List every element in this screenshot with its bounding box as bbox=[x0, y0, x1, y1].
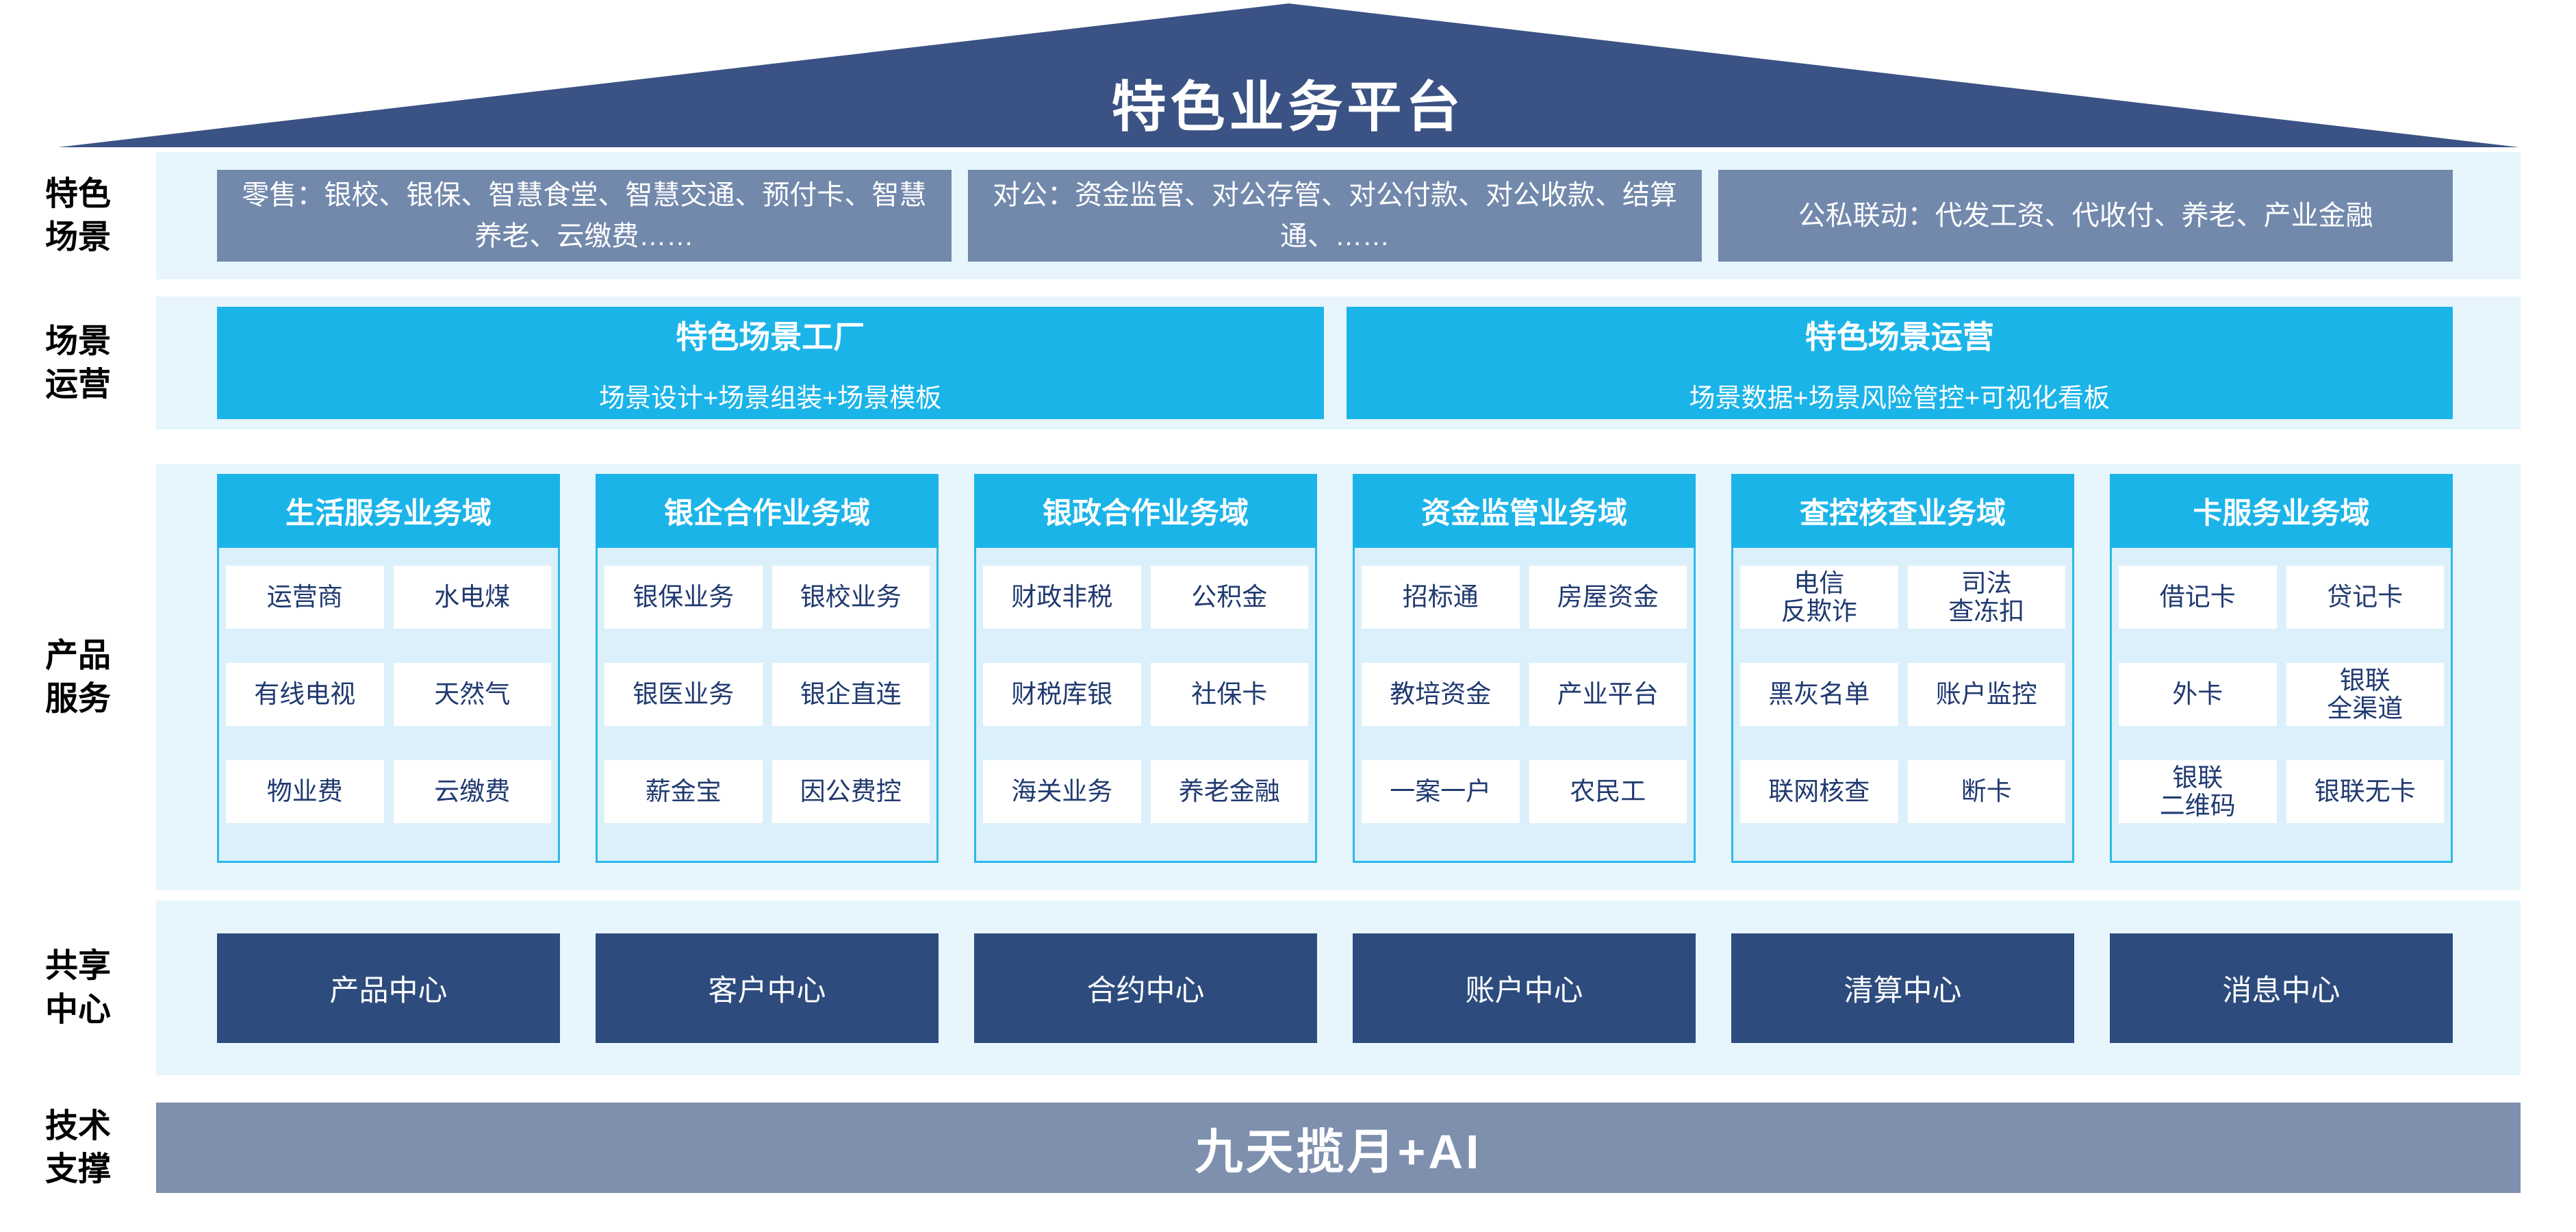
share-box-clearing-center: 清算中心 bbox=[1731, 933, 2074, 1043]
product-chip: 银校业务 bbox=[771, 566, 930, 629]
product-chip: 贷记卡 bbox=[2286, 566, 2444, 629]
product-chip: 水电煤 bbox=[393, 566, 551, 629]
product-column-body: 财政非税 公积金 财税库银 社保卡 海关业务 养老金融 bbox=[974, 548, 1317, 863]
share-box-message-center: 消息中心 bbox=[2110, 933, 2453, 1043]
product-column-fund-supervision: 资金监管业务域 招标通 房屋资金 教培资金 产业平台 一案一户 农民工 bbox=[1353, 474, 1696, 863]
tech-support-bar: 九天揽月+AI bbox=[156, 1103, 2521, 1193]
product-chip: 银保业务 bbox=[604, 566, 763, 629]
page-title: 特色业务平台 bbox=[1111, 77, 1465, 138]
product-column-bank-government: 银政合作业务域 财政非税 公积金 财税库银 社保卡 海关业务 养老金融 bbox=[974, 474, 1317, 863]
product-column-body: 电信 反欺诈 司法 查冻扣 黑灰名单 账户监控 联网核查 断卡 bbox=[1731, 548, 2074, 863]
product-chip: 教培资金 bbox=[1362, 663, 1520, 726]
product-column-header: 资金监管业务域 bbox=[1353, 474, 1696, 548]
product-column-header: 银企合作业务域 bbox=[596, 474, 939, 548]
product-column-header: 查控核查业务域 bbox=[1731, 474, 2074, 548]
product-chip: 电信 反欺诈 bbox=[1740, 566, 1898, 629]
side-label-operation: 场景 运营 bbox=[44, 323, 111, 403]
product-chip: 一案一户 bbox=[1362, 760, 1520, 823]
product-column-card-service: 卡服务业务域 借记卡 贷记卡 外卡 银联 全渠道 银联 二维码 银联无卡 bbox=[2110, 474, 2453, 863]
share-box-product-center: 产品中心 bbox=[217, 933, 560, 1043]
product-chip: 云缴费 bbox=[393, 760, 551, 823]
product-chip: 招标通 bbox=[1362, 566, 1520, 629]
product-chip: 养老金融 bbox=[1150, 760, 1308, 823]
product-chip: 因公费控 bbox=[771, 760, 930, 823]
product-chip: 物业费 bbox=[226, 760, 384, 823]
product-chip: 农民工 bbox=[1529, 760, 1687, 823]
product-column-inquiry-control: 查控核查业务域 电信 反欺诈 司法 查冻扣 黑灰名单 账户监控 联网核查 断卡 bbox=[1731, 474, 2074, 863]
operation-box-scene-factory: 特色场景工厂 场景设计+场景组装+场景模板 bbox=[217, 307, 1324, 419]
product-column-header: 生活服务业务域 bbox=[217, 474, 560, 548]
product-chip: 账户监控 bbox=[1907, 663, 2065, 726]
product-chip: 外卡 bbox=[2119, 663, 2277, 726]
product-chip: 司法 查冻扣 bbox=[1907, 566, 2065, 629]
product-chip: 银企直连 bbox=[771, 663, 930, 726]
scene-box-corporate: 对公：资金监管、对公存管、对公付款、对公收款、结算通、…… bbox=[967, 170, 1703, 262]
product-chip: 借记卡 bbox=[2119, 566, 2277, 629]
operation-band: 特色场景工厂 场景设计+场景组装+场景模板 特色场景运营 场景数据+场景风险管控… bbox=[156, 297, 2521, 429]
scene-band: 零售：银校、银保、智慧食堂、智慧交通、预付卡、智慧养老、云缴费…… 对公：资金监… bbox=[156, 152, 2521, 279]
product-chip: 断卡 bbox=[1907, 760, 2065, 823]
operation-box-subtitle: 场景设计+场景组装+场景模板 bbox=[599, 384, 942, 413]
operation-box-title: 特色场景工厂 bbox=[676, 318, 865, 355]
share-box-contract-center: 合约中心 bbox=[974, 933, 1317, 1043]
product-chip: 黑灰名单 bbox=[1740, 663, 1898, 726]
product-chip: 薪金宝 bbox=[604, 760, 763, 823]
product-chip: 房屋资金 bbox=[1529, 566, 1687, 629]
product-chip: 银医业务 bbox=[604, 663, 763, 726]
product-column-body: 招标通 房屋资金 教培资金 产业平台 一案一户 农民工 bbox=[1353, 548, 1696, 863]
product-column-header: 卡服务业务域 bbox=[2110, 474, 2453, 548]
operation-box-title: 特色场景运营 bbox=[1805, 318, 1994, 355]
product-chip: 银联 全渠道 bbox=[2286, 663, 2444, 726]
operation-box-scene-operation: 特色场景运营 场景数据+场景风险管控+可视化看板 bbox=[1346, 307, 2453, 419]
product-chip: 海关业务 bbox=[983, 760, 1141, 823]
product-chip: 联网核查 bbox=[1740, 760, 1898, 823]
product-chip: 有线电视 bbox=[226, 663, 384, 726]
operation-box-subtitle: 场景数据+场景风险管控+可视化看板 bbox=[1689, 384, 2110, 413]
product-chip: 社保卡 bbox=[1150, 663, 1308, 726]
product-band: 生活服务业务域 运营商 水电煤 有线电视 天然气 物业费 云缴费 银企合作业务域… bbox=[156, 464, 2521, 890]
side-label-product: 产品 服务 bbox=[44, 637, 111, 717]
share-box-account-center: 账户中心 bbox=[1353, 933, 1696, 1043]
side-label-tech: 技术 支撑 bbox=[44, 1107, 111, 1187]
product-column-header: 银政合作业务域 bbox=[974, 474, 1317, 548]
share-band: 产品中心 客户中心 合约中心 账户中心 清算中心 消息中心 bbox=[156, 901, 2521, 1075]
product-chip: 产业平台 bbox=[1529, 663, 1687, 726]
scene-box-public-private: 公私联动：代发工资、代收付、养老、产业金融 bbox=[1718, 170, 2453, 262]
product-column-body: 运营商 水电煤 有线电视 天然气 物业费 云缴费 bbox=[217, 548, 560, 863]
product-column-life-service: 生活服务业务域 运营商 水电煤 有线电视 天然气 物业费 云缴费 bbox=[217, 474, 560, 863]
product-chip: 公积金 bbox=[1150, 566, 1308, 629]
product-chip: 运营商 bbox=[226, 566, 384, 629]
product-chip: 财税库银 bbox=[983, 663, 1141, 726]
product-chip: 财政非税 bbox=[983, 566, 1141, 629]
share-box-customer-center: 客户中心 bbox=[596, 933, 939, 1043]
product-chip: 银联无卡 bbox=[2286, 760, 2444, 823]
product-chip: 天然气 bbox=[393, 663, 551, 726]
scene-box-retail: 零售：银校、银保、智慧食堂、智慧交通、预付卡、智慧养老、云缴费…… bbox=[217, 170, 952, 262]
product-column-body: 银保业务 银校业务 银医业务 银企直连 薪金宝 因公费控 bbox=[596, 548, 939, 863]
side-label-scene: 特色 场景 bbox=[44, 175, 111, 255]
product-column-body: 借记卡 贷记卡 外卡 银联 全渠道 银联 二维码 银联无卡 bbox=[2110, 548, 2453, 863]
side-label-share: 共享 中心 bbox=[44, 948, 111, 1028]
product-column-bank-enterprise: 银企合作业务域 银保业务 银校业务 银医业务 银企直连 薪金宝 因公费控 bbox=[596, 474, 939, 863]
product-chip: 银联 二维码 bbox=[2119, 760, 2277, 823]
